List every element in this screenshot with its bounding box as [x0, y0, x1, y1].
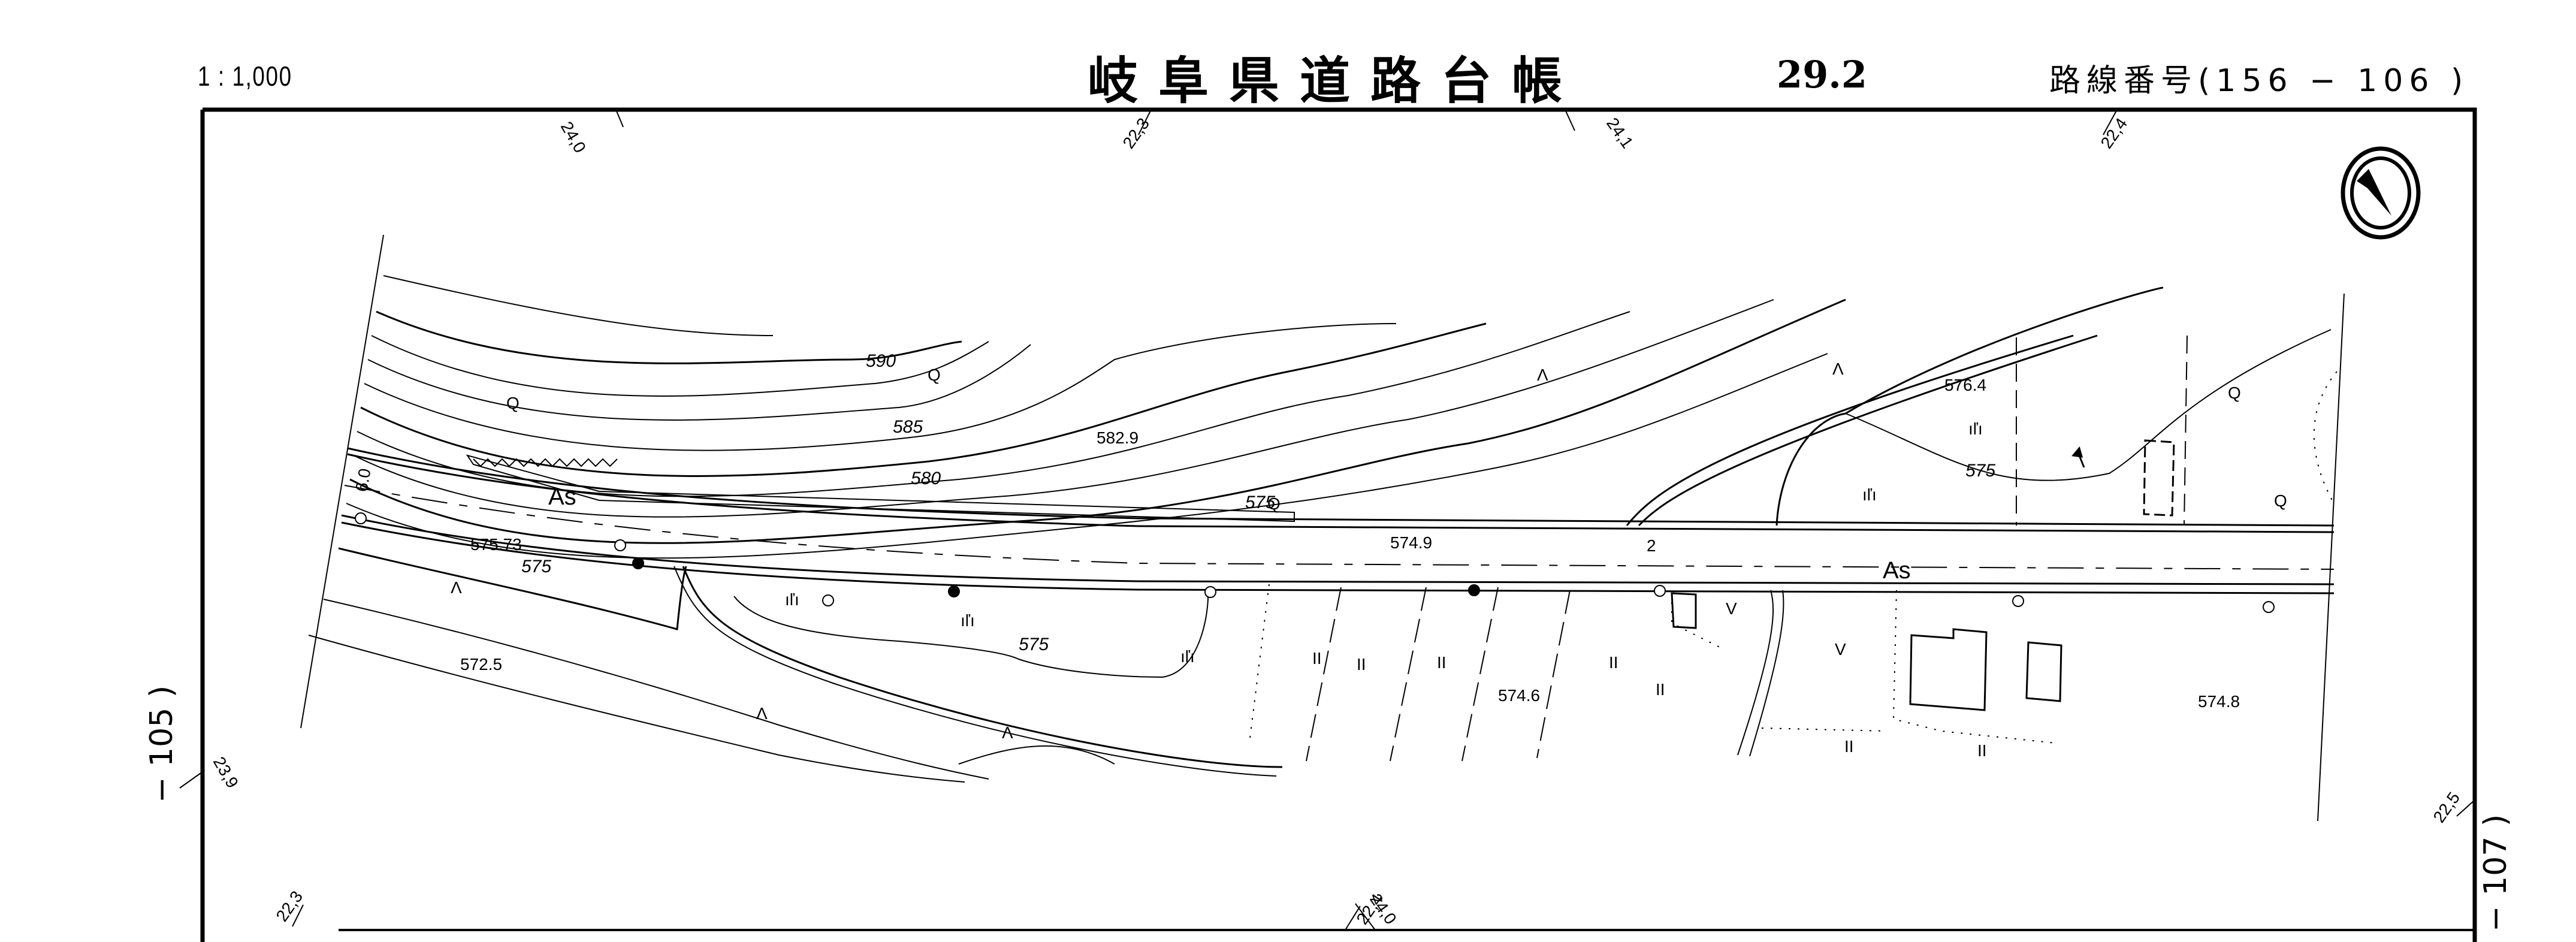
- edge-mark-right-1: 22,5: [2430, 789, 2464, 826]
- contour-label: 575: [1245, 493, 1275, 512]
- road-surface-label: As: [548, 484, 576, 510]
- contour-label: 590: [866, 351, 896, 371]
- edge-mark-top-3: 24,1: [1603, 114, 1637, 152]
- field-symbol: ıľı: [1180, 647, 1195, 666]
- lower-road: [308, 547, 1283, 783]
- orchard-symbol: V: [1726, 599, 1737, 618]
- tree-symbol: Q: [928, 366, 941, 384]
- route-number: 路線番号(156 − 106 ): [2049, 63, 2469, 99]
- contour-lines: [346, 275, 1846, 559]
- road-width-label: 6.0: [352, 467, 374, 493]
- paddy-symbol: II: [1312, 649, 1322, 668]
- edge-mark-top-1: 24,0: [557, 119, 590, 156]
- chainage-mark: 2: [1647, 536, 1656, 555]
- contour-575-lobe: [733, 587, 1209, 678]
- field-symbol: ıľı: [1862, 485, 1877, 504]
- map-scale: 1 : 1,000: [198, 61, 292, 92]
- paddy-symbol: II: [1357, 655, 1366, 674]
- tree-symbol: Q: [2274, 491, 2287, 510]
- sheet-number: 29.2: [1777, 53, 1868, 96]
- road-centerline: [341, 447, 2335, 594]
- wasteland-symbol: Λ: [756, 704, 768, 723]
- paddy-symbol: II: [1437, 653, 1446, 672]
- map-frame: [200, 107, 2477, 942]
- spot-height: 575.73: [470, 535, 522, 554]
- wasteland-symbol: Λ: [451, 578, 462, 597]
- planned-building: [2143, 439, 2175, 517]
- spot-height: 574.6: [1498, 686, 1540, 705]
- edge-tick-labels: 24,0 22,3 24,1 22,4 23,9 22,5 22,3 22,4 …: [210, 114, 2463, 928]
- field-symbol: ıľı: [1968, 419, 1983, 438]
- document-title: 岐阜県道路台帳: [1088, 52, 1583, 110]
- contour-label: 575: [521, 557, 551, 576]
- north-arrow-icon: [2341, 146, 2421, 240]
- spot-height: 582.9: [1097, 428, 1138, 447]
- road-surface-label: As: [1883, 557, 1911, 584]
- buildings: [1671, 439, 2175, 711]
- parcel-boundaries: [1249, 335, 2338, 762]
- branch-road: [1626, 286, 2332, 527]
- spot-height: 572.5: [460, 655, 502, 674]
- paddy-symbol: II: [1656, 680, 1665, 699]
- monument-icon: [2071, 446, 2085, 468]
- contour-label: 575: [1965, 461, 1995, 481]
- small-building: [1671, 592, 1697, 629]
- spot-height: 574.8: [2198, 692, 2240, 711]
- paddy-symbol: II: [1609, 653, 1618, 672]
- tree-symbol: Q: [1267, 494, 1281, 513]
- orchard-symbol: V: [1835, 640, 1846, 659]
- tree-symbol: Q: [2228, 384, 2241, 402]
- field-symbol: ıľı: [785, 590, 799, 609]
- edge-mark-top-4: 22,4: [2097, 114, 2131, 152]
- contour-label: 575: [1019, 635, 1049, 654]
- paddy-symbol: II: [1977, 741, 1987, 760]
- building: [1909, 628, 1988, 711]
- edge-mark-left-1: 23,9: [210, 754, 242, 792]
- utility-poles: [355, 512, 2275, 613]
- edge-mark-top-2: 22,3: [1119, 114, 1153, 152]
- spot-height: 576.4: [1944, 376, 1986, 394]
- wasteland-symbol: Λ: [1537, 366, 1548, 384]
- building: [2025, 641, 2062, 702]
- wasteland-symbol: Λ: [1832, 360, 1844, 378]
- land-use-symbols: Λ Λ Λ Λ Λ ıľı ıľı ıľı ıľı ıľı II II II I…: [451, 360, 2287, 760]
- contour-label: 585: [893, 417, 923, 437]
- field-symbol: ıľı: [961, 611, 975, 630]
- paddy-symbol: II: [1844, 737, 1854, 756]
- edge-ticks: [179, 109, 2475, 931]
- wasteland-symbol: Λ: [1002, 723, 1013, 742]
- survey-boundary-lines: [300, 234, 2345, 822]
- spot-height: 574.9: [1390, 533, 1432, 552]
- edge-mark-bottom-1: 22,3: [273, 887, 307, 925]
- contour-label: 580: [911, 469, 941, 488]
- embankment-hatch: [466, 454, 1295, 523]
- tree-symbol: Q: [506, 394, 520, 412]
